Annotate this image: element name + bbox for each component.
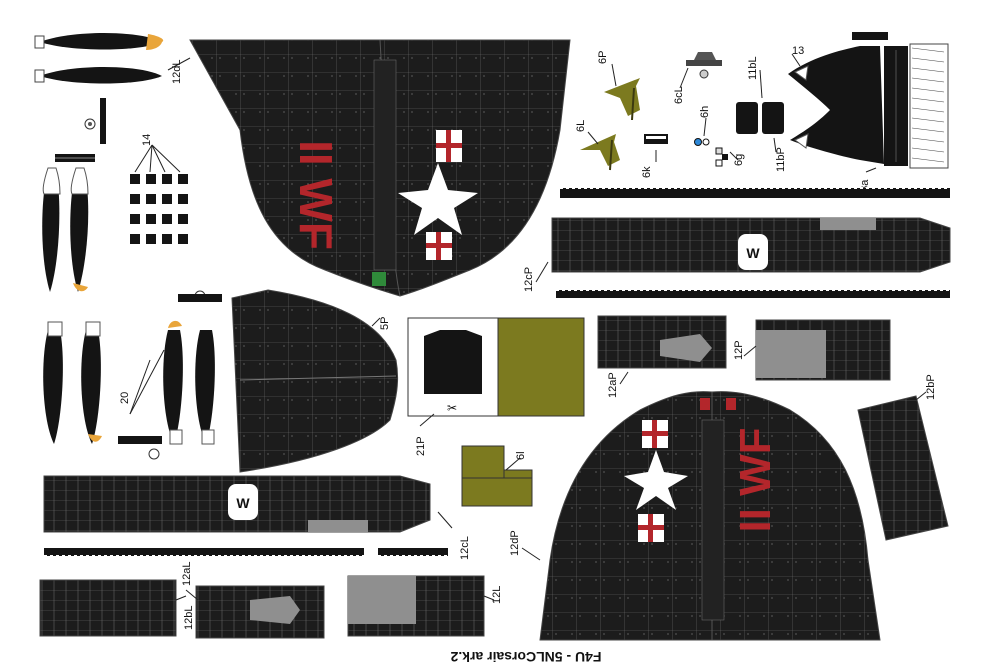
scissors-icon: ✂ [447,401,457,415]
label-21P: 21P [415,436,427,456]
label-6L: 6L [575,120,587,132]
part-12aP: 12aP [597,315,727,398]
label-12cP: 12cP [523,267,535,292]
label-12L: 12L [491,586,503,604]
propeller-blades-top [34,33,164,84]
fuselage-letter-bottom: W [236,495,250,511]
label-20: 20 [119,392,131,404]
part-12P: 12P [733,319,891,381]
propeller-blades-lower: 20 [43,290,222,460]
wing-upper-top: II WF [167,39,571,297]
part-12bL: 12bL [39,579,195,637]
label-6h: 6h [699,106,711,118]
part-12aL: 12aL [181,562,325,639]
label-12bP: 12bP [925,374,937,400]
part-13-tail: 13 13a [788,32,949,198]
wing-lower-bottom: II WF 12dP [509,391,881,641]
propeller-blades-mid [42,167,89,292]
wing-code-marking-top: II WF [290,140,342,250]
label-12aL: 12aL [181,562,193,586]
label-12cL: 12cL [459,536,471,560]
label-13: 13 [792,45,804,57]
label-12dL: 12dL [171,60,183,84]
label-12bL: 12bL [183,606,195,630]
label-6l: 6l [515,451,527,460]
label-12dP: 12dP [509,530,521,556]
part-14-squares: 14 [130,134,188,244]
part-11b: 11bL 11bP [736,56,787,172]
label-6g: 6g [733,154,745,166]
label-11bL: 11bL [747,56,759,80]
label-6cL: 6cL [673,86,685,104]
small-parts-left-top [52,98,106,162]
label-12aP: 12aP [607,372,619,398]
part-5P-stabilizer: 5P [231,289,399,473]
glue-strips-right-top [560,187,950,198]
part-12bP: 12bP [857,374,949,541]
sheet-title: F4U - 5NLCorsair ark.2 [450,649,601,665]
small-fittings: 6cL 6h 6k 6g [641,52,745,178]
part-12cL-fuselage: W 12cL [43,475,471,560]
label-6k: 6k [641,166,653,178]
part-12L: 12L [347,575,503,637]
wing-code-marking-bottom: II WF [731,427,780,532]
star-insignia-bottom [624,450,688,510]
label-14: 14 [141,134,153,146]
part-12cP-fuselage: W 12cP [523,217,951,298]
part-6l-olive: 6l [461,445,533,507]
star-insignia-top [398,163,478,235]
label-6P: 6P [597,51,609,64]
part-21P-box: ✂ 21P [407,317,585,456]
label-11bP: 11bP [775,147,787,172]
label-5P: 5P [379,317,391,330]
fuselage-letter-top: W [746,245,760,261]
part-6P-6L: 6P 6L [575,51,640,171]
label-12P: 12P [733,340,745,360]
